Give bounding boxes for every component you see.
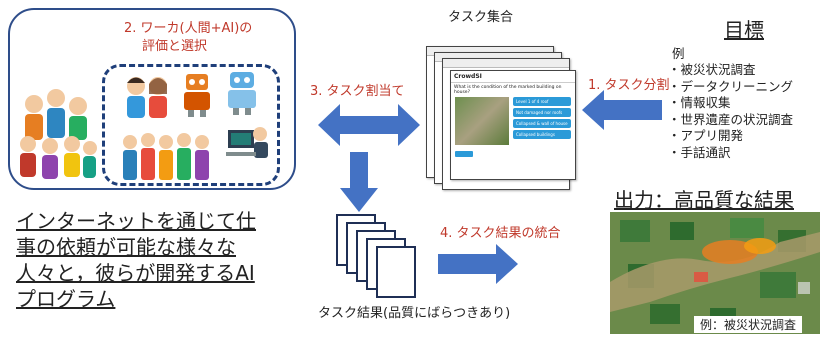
person-at-computer-icon [226, 127, 268, 158]
damage-map-overlay [610, 212, 820, 334]
robot-orange-icon [184, 74, 210, 117]
workers-caption: インターネットを通じて仕 事の依頼が可能な様々な 人々と，彼らが開発するAI プ… [16, 209, 256, 311]
goal-item: ・手話通訳 [668, 144, 731, 160]
step-split-label: 1. タスク分割 [588, 78, 670, 93]
worker-evaluation-label: 2. ワーカ(人間+AI)の 評価と選択 [124, 21, 253, 54]
selected-workers-box [102, 64, 280, 186]
goal-example-label: 例 [672, 46, 685, 61]
step-integrate-label: 4. タスク結果の統合 [440, 226, 561, 241]
goal-title: 目標 [724, 18, 764, 42]
cheering-crowd-icon [123, 133, 209, 180]
card-aerial-photo [455, 97, 509, 145]
output-satellite-image [610, 212, 820, 334]
goal-item: ・世界遺産の状況調査 [668, 111, 794, 127]
result-doc-5 [376, 246, 416, 298]
task-set-title: タスク集合 [448, 10, 514, 25]
output-example-caption: 例：被災状況調査 [694, 316, 803, 333]
goal-item: ・情報収集 [668, 95, 731, 110]
crowd-illustration [20, 89, 97, 179]
card-brand: CrowdSI [451, 71, 575, 83]
goal-item: ・データクリーニング [668, 78, 794, 94]
card-submit-button[interactable] [455, 151, 473, 157]
pair-people-icon [127, 77, 167, 118]
card-option-1[interactable]: Level 1 of 4 roof [513, 97, 571, 106]
goal-list: ・被災状況調査 ・データクリーニング ・情報収集 ・世界遺産の状況調査 ・アプリ… [668, 62, 793, 161]
goal-item: ・アプリ開発 [668, 128, 744, 143]
card-option-3[interactable]: Collapsed & wall of house [513, 119, 571, 128]
integrate-right-arrow [438, 244, 518, 284]
task-card-front: CrowdSI What is the condition of the mar… [450, 70, 576, 180]
split-left-arrow [582, 90, 662, 130]
card-option-2[interactable]: Not damaged nor roofs [513, 108, 571, 117]
workers-box [8, 8, 296, 190]
results-caption: タスク結果(品質にばらつきあり) [318, 306, 511, 321]
robot-blue-icon [228, 72, 256, 115]
step-assign-label: 3. タスク割当て [310, 84, 405, 99]
assign-double-arrow [318, 104, 420, 146]
down-arrow [340, 152, 378, 212]
card-option-4[interactable]: Collapsed buildings [513, 130, 571, 139]
output-title: 出力：高品質な結果 [614, 188, 794, 212]
card-question: What is the condition of the marked buil… [454, 85, 562, 95]
goal-item: ・被災状況調査 [668, 62, 756, 77]
